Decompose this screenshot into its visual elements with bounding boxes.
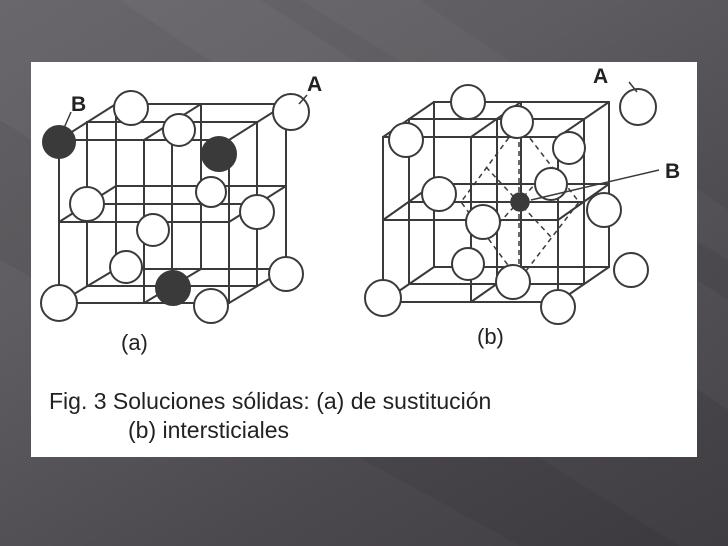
figure-caption: Fig. 3 Soluciones sólidas: (a) de sustit… — [49, 387, 491, 445]
cube-diagram-substitutional — [40, 90, 310, 324]
figure-panel: A B A B (a) (b) Fig. 3 Soluciones sólida… — [31, 62, 697, 457]
atom-a-label-right: A — [593, 65, 609, 88]
cube-diagram-interstitial — [364, 81, 660, 325]
panel-b-sublabel: (b) — [477, 324, 504, 349]
atom-b-label-left: B — [71, 93, 87, 116]
panel-a-sublabel: (a) — [121, 330, 148, 355]
atom-b-label-right: B — [665, 160, 681, 183]
atom-a-label-left: A — [307, 73, 323, 96]
caption-line-2: (b) intersticiales — [128, 417, 290, 443]
caption-line-1: Fig. 3 Soluciones sólidas: (a) de sustit… — [49, 388, 492, 414]
